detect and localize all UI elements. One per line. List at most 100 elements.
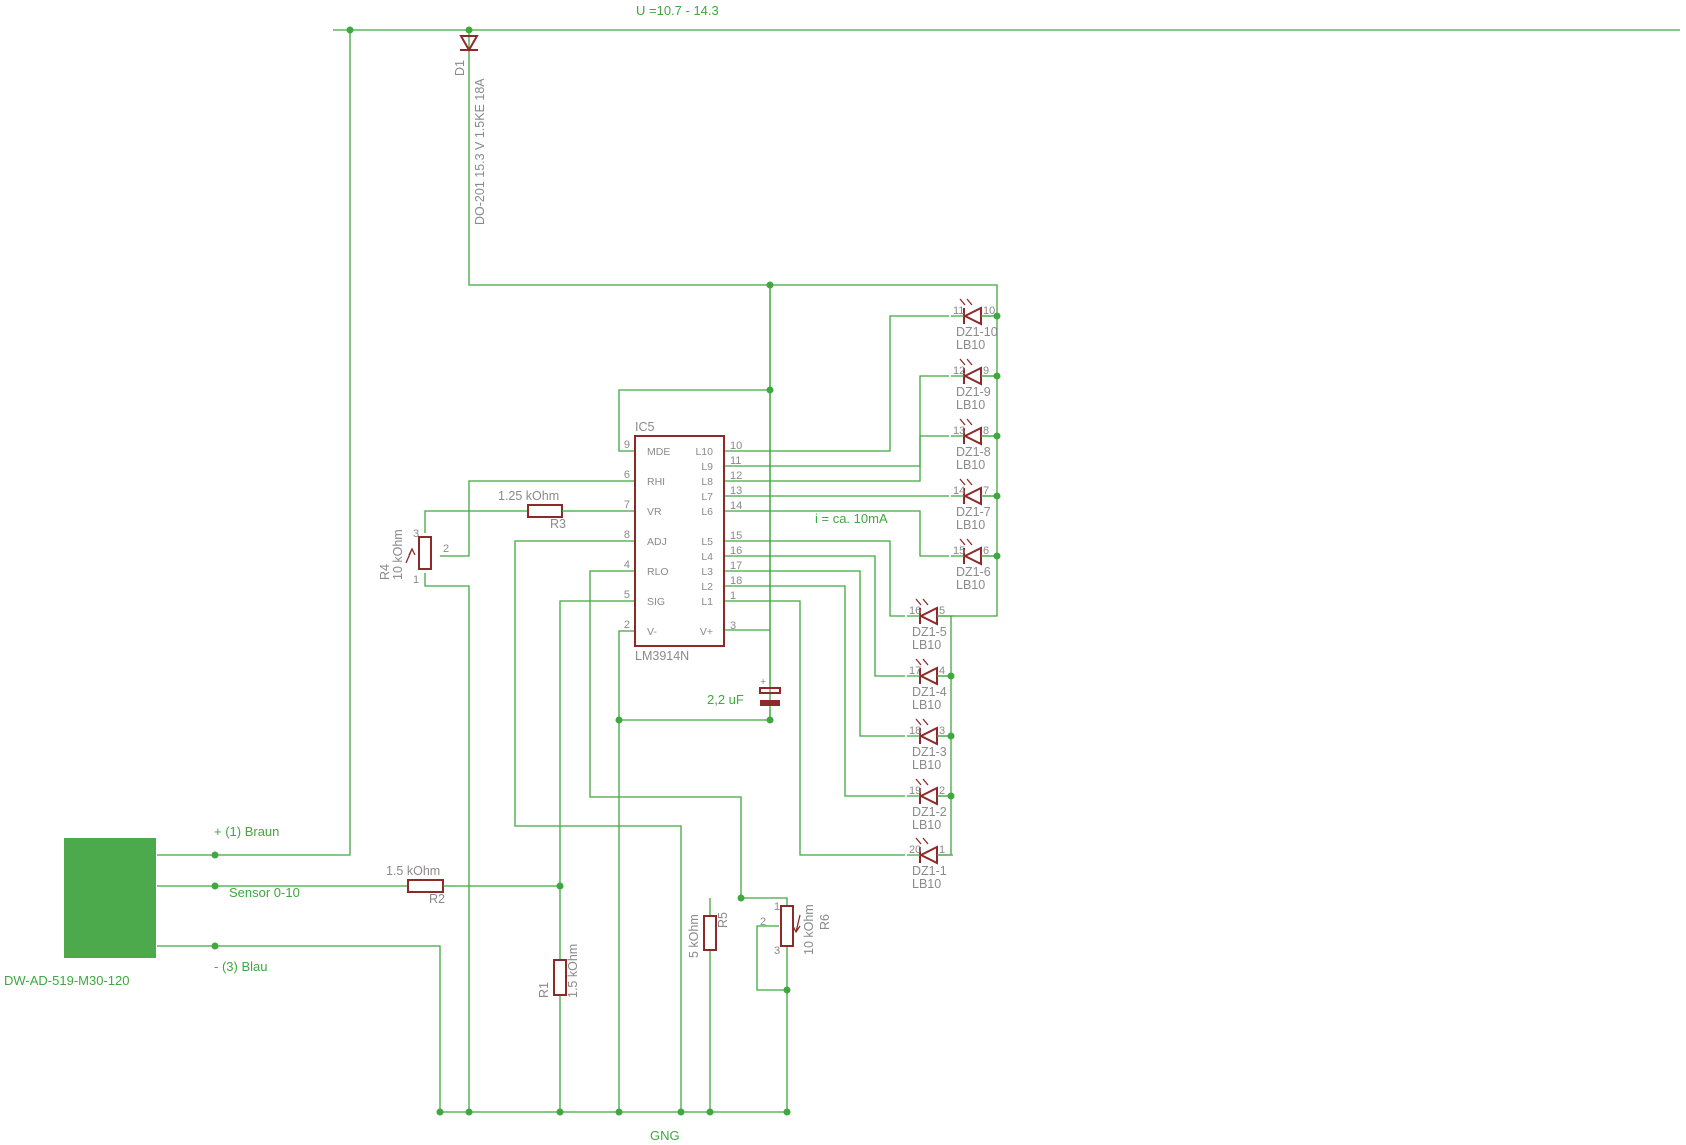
led-type: LB10 bbox=[956, 398, 985, 412]
led-type: LB10 bbox=[912, 698, 941, 712]
ic-name: IC5 bbox=[635, 420, 655, 434]
led-type: LB10 bbox=[912, 758, 941, 772]
ic-pin-num-7: 7 bbox=[624, 499, 630, 511]
junctions bbox=[211, 26, 1001, 1116]
ground-label: GNG bbox=[650, 1128, 680, 1143]
ic-pin-label-l8: L8 bbox=[701, 476, 713, 488]
ic-pin-label-adj: ADJ bbox=[647, 536, 667, 548]
led-name: DZ1-5 bbox=[912, 625, 947, 639]
ic-pin-label-l3: L3 bbox=[701, 566, 713, 578]
led-pin-anode: 17 bbox=[909, 665, 921, 677]
ic-pin-num-6: 6 bbox=[624, 469, 630, 481]
resistor-r1-name: R1 bbox=[537, 982, 551, 998]
led-name: DZ1-10 bbox=[956, 325, 998, 339]
ic-pin-label-l2: L2 bbox=[701, 581, 713, 593]
ic-pin-label-vr: VR bbox=[647, 506, 662, 518]
current-note: i = ca. 10mA bbox=[815, 511, 888, 526]
resistor-r4-pin-3: 3 bbox=[413, 528, 419, 540]
ic-pin-num-10: 10 bbox=[730, 440, 742, 452]
diode-d1-name: D1 bbox=[453, 60, 467, 76]
led-pin-cathode: 8 bbox=[983, 425, 989, 437]
led-type: LB10 bbox=[912, 818, 941, 832]
ic-pin-label-rhi: RHI bbox=[647, 476, 665, 488]
ic-pin-label-l10: L10 bbox=[695, 446, 713, 458]
resistor-r4-name: R4 bbox=[378, 564, 392, 580]
led-pin-cathode: 9 bbox=[983, 365, 989, 377]
resistor-r6-pin-3: 3 bbox=[774, 945, 780, 957]
led-pin-cathode: 4 bbox=[939, 665, 945, 677]
sensor-body bbox=[64, 838, 156, 958]
resistor-r5-value: 5 kOhm bbox=[687, 914, 701, 958]
ic-pin-num-9: 9 bbox=[624, 439, 630, 451]
led-name: DZ1-1 bbox=[912, 864, 947, 878]
ic-pin-num-2: 2 bbox=[624, 619, 630, 631]
ic-pin-label-l5: L5 bbox=[701, 536, 713, 548]
resistor-r6: 10 kOhm R6 1 2 3 bbox=[760, 901, 832, 957]
ic-pin-label-rlo: RLO bbox=[647, 566, 669, 578]
led-pin-anode: 12 bbox=[953, 365, 965, 377]
ic-pin-label-l9: L9 bbox=[701, 461, 713, 473]
led-pin-cathode: 5 bbox=[939, 605, 945, 617]
resistor-r1: R1 1.5 kOhm bbox=[537, 944, 580, 998]
ic-pin-label-l7: L7 bbox=[701, 491, 713, 503]
ic-pin-num-3: 3 bbox=[730, 620, 736, 632]
ic-pin-num-13: 13 bbox=[730, 485, 742, 497]
led-pin-anode: 18 bbox=[909, 725, 921, 737]
resistor-r4-pin-1: 1 bbox=[413, 574, 419, 586]
led-type: LB10 bbox=[956, 578, 985, 592]
sensor-wire-minus: - (3) Blau bbox=[214, 959, 267, 974]
led-type: LB10 bbox=[956, 518, 985, 532]
ic-pin-label-l1: L1 bbox=[701, 596, 713, 608]
led-pin-cathode: 6 bbox=[983, 545, 989, 557]
ic-pin-num-17: 17 bbox=[730, 560, 742, 572]
capacitor-c1: + 2,2 uF bbox=[707, 676, 781, 707]
led-pin-cathode: 2 bbox=[939, 785, 945, 797]
ic-pin-num-4: 4 bbox=[624, 559, 630, 571]
resistor-r4-pin-2: 2 bbox=[443, 543, 449, 555]
resistor-r5-name: R5 bbox=[716, 912, 730, 928]
ic-pin-label-v-: V- bbox=[647, 626, 657, 638]
led-pin-cathode: 10 bbox=[983, 305, 995, 317]
sensor-name: DW-AD-519-M30-120 bbox=[4, 973, 129, 988]
resistor-r4: R4 10 kOhm 3 2 1 bbox=[378, 528, 449, 586]
ic-pin-num-18: 18 bbox=[730, 575, 742, 587]
resistor-r5: 5 kOhm R5 bbox=[687, 912, 730, 958]
resistor-r2-name: R2 bbox=[429, 892, 445, 906]
led-pin-cathode: 1 bbox=[939, 844, 945, 856]
ic-pin-num-16: 16 bbox=[730, 545, 742, 557]
diode-d1: D1 DO-201 15.3 V 1.5KE 18A bbox=[453, 35, 487, 225]
resistor-r3-name: R3 bbox=[550, 517, 566, 531]
led-type: LB10 bbox=[956, 338, 985, 352]
ic-part: LM3914N bbox=[635, 649, 689, 663]
led-pin-anode: 16 bbox=[909, 605, 921, 617]
ic-pin-label-sig: SIG bbox=[647, 596, 665, 608]
led-name: DZ1-8 bbox=[956, 445, 991, 459]
ic-pin-num-12: 12 bbox=[730, 470, 742, 482]
ic-pin-num-5: 5 bbox=[624, 589, 630, 601]
ic-pin-label-mde: MDE bbox=[647, 446, 670, 458]
led-type: LB10 bbox=[956, 458, 985, 472]
resistor-r3-value: 1.25 kOhm bbox=[498, 489, 559, 503]
sensor-wire-plus: + (1) Braun bbox=[214, 824, 279, 839]
resistor-r6-value: 10 kOhm bbox=[802, 904, 816, 955]
led-pin-anode: 15 bbox=[953, 545, 965, 557]
ic-pin-num-11: 11 bbox=[730, 455, 741, 467]
ic-pin-label-l6: L6 bbox=[701, 506, 713, 518]
ic-pin-label-vplus: V+ bbox=[700, 626, 713, 638]
led-name: DZ1-6 bbox=[956, 565, 991, 579]
sensor-block: DW-AD-519-M30-120 + (1) Braun Sensor 0-1… bbox=[4, 824, 300, 988]
resistor-r6-pin-2: 2 bbox=[760, 916, 766, 928]
resistor-r3: 1.25 kOhm R3 bbox=[498, 489, 575, 531]
capacitor-polarity: + bbox=[760, 676, 766, 688]
